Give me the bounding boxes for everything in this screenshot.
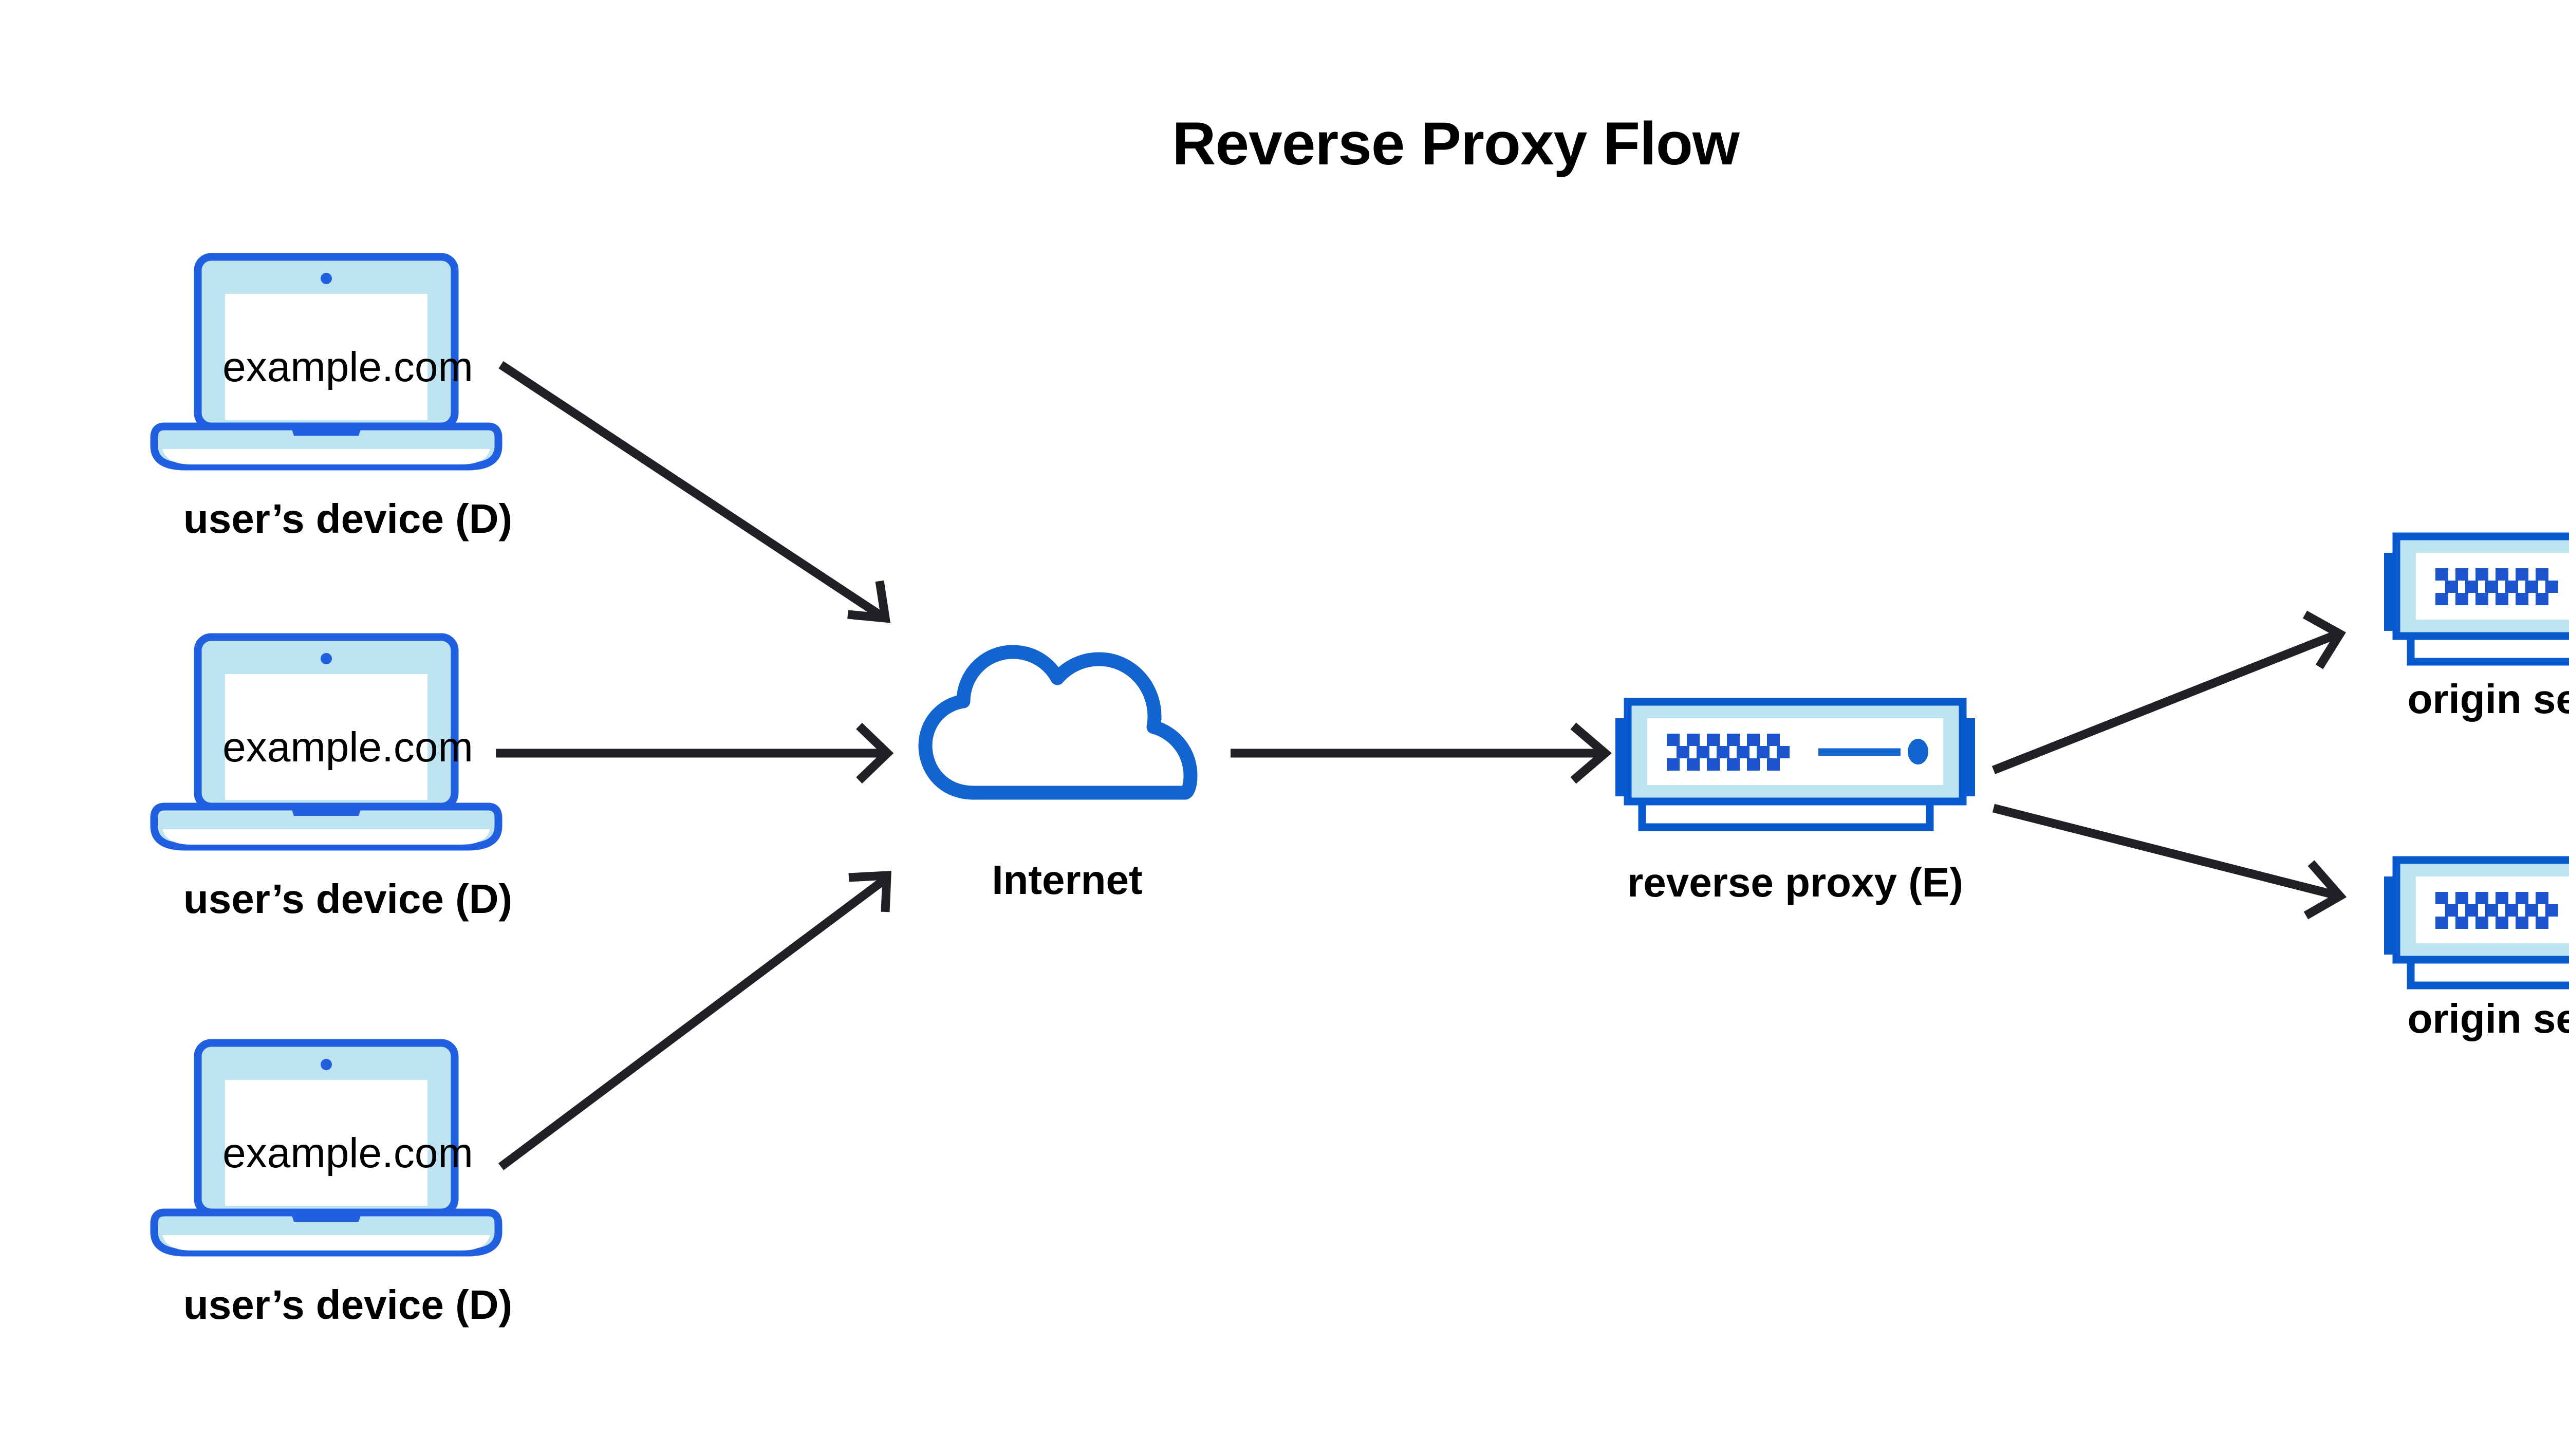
page-title: Reverse Proxy Flow: [1172, 110, 1740, 178]
node-label-origin-bottom: origin server (F): [2407, 996, 2569, 1041]
laptop-screen-text: example.com: [222, 1130, 473, 1177]
node-client-middle[interactable]: example.com user’s device (D): [154, 637, 512, 922]
arrow-head-icon: [2302, 610, 2346, 669]
node-internet[interactable]: Internet: [925, 652, 1190, 903]
node-label-internet: Internet: [992, 857, 1142, 903]
node-label-client-middle: user’s device (D): [183, 876, 512, 922]
edge-internet-to-reverse-proxy: [1231, 722, 1612, 784]
arrow-head-icon: [2303, 860, 2347, 920]
node-label-origin-top: origin server (F): [2407, 676, 2569, 722]
node-reverse-proxy[interactable]: reverse proxy (E): [1615, 702, 1975, 905]
arrow-head-icon: [847, 580, 891, 623]
server-icon: [2384, 860, 2569, 985]
arrow-head-icon: [1570, 722, 1612, 784]
node-origin-bottom[interactable]: origin server (F): [2384, 860, 2569, 1041]
server-icon: [2384, 536, 2569, 662]
laptop-screen-text: example.com: [222, 724, 473, 771]
edge-layer: [496, 361, 2347, 1170]
node-label-reverse-proxy: reverse proxy (E): [1627, 860, 1963, 905]
node-client-bottom[interactable]: example.com user’s device (D): [154, 1043, 512, 1328]
edge-client-bottom-to-internet: [498, 871, 891, 1170]
node-client-top[interactable]: example.com user’s device (D): [154, 257, 512, 542]
laptop-screen-text: example.com: [222, 344, 473, 390]
server-icon: [1615, 702, 1975, 827]
arrow-head-icon: [856, 722, 894, 784]
node-label-client-top: user’s device (D): [183, 496, 512, 542]
edge-client-middle-to-internet: [496, 722, 894, 784]
node-origin-top[interactable]: origin server (F): [2384, 536, 2569, 722]
arrow-head-icon: [848, 871, 891, 912]
edge-client-top-to-internet: [498, 361, 891, 623]
edge-reverse-proxy-to-origin-bottom: [1992, 804, 2347, 920]
node-label-client-bottom: user’s device (D): [183, 1282, 512, 1328]
edge-reverse-proxy-to-origin-top: [1991, 610, 2346, 774]
